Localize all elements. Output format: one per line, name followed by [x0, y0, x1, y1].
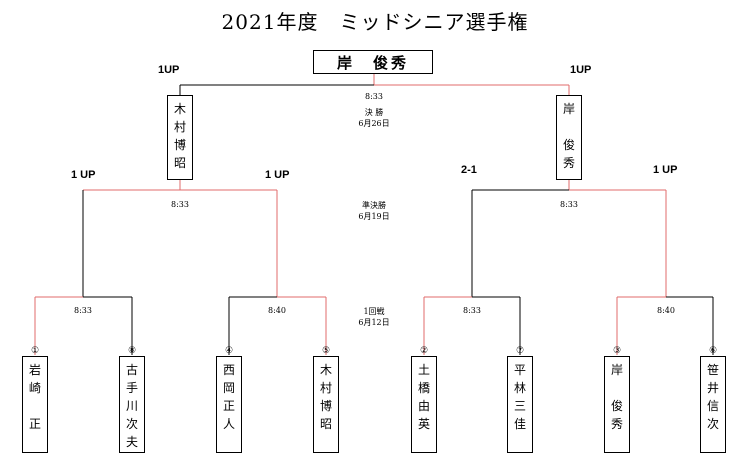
round-final-label: 決 勝 6月26日 [344, 107, 404, 129]
name-char: 英 [417, 417, 430, 431]
player-name: 平 林 三 佳 [514, 361, 526, 433]
score-semi-1: 1 UP [71, 169, 96, 181]
time-semi-right: 8:33 [560, 200, 578, 209]
seed-2: ② [419, 346, 429, 356]
name-char: 木 [173, 102, 186, 116]
score-semi-3: 2-1 [461, 164, 477, 176]
name-char: 橋 [417, 381, 430, 395]
seed-6: ⑥ [708, 346, 718, 356]
time-r1-3: 8:33 [463, 306, 481, 315]
player-name: 古 手 川 次 夫 [126, 361, 138, 451]
score-semi-4: 1 UP [653, 164, 678, 176]
time-r1-4: 8:40 [657, 306, 675, 315]
name-char: 川 [125, 399, 138, 413]
name-char: 正 [28, 417, 41, 431]
name-char: 手 [125, 381, 138, 395]
seed-8: ⑧ [127, 346, 137, 356]
player-name: 木 村 博 昭 [320, 361, 332, 433]
player-name: 岸 俊 秀 [611, 361, 623, 433]
finalist-left-box: 木 村 博 昭 [167, 95, 193, 180]
time-final: 8:33 [365, 92, 383, 101]
player-box-7: 平 林 三 佳 [507, 356, 533, 453]
player-box-6: 笹 井 信 次 [700, 356, 726, 453]
name-char: 岩 [28, 363, 41, 377]
name-char: 林 [513, 381, 526, 395]
player-name: 西 岡 正 人 [223, 361, 235, 433]
score-final-left: 1UP [158, 64, 180, 76]
name-char: 次 [125, 417, 138, 431]
name-char: 崎 [28, 381, 41, 395]
round-semi-date: 6月19日 [358, 212, 390, 221]
player-name: 土 橋 由 英 [418, 361, 430, 433]
time-r1-2: 8:40 [268, 306, 286, 315]
name-char: 佳 [513, 417, 526, 431]
name-char: 岸 [562, 102, 575, 116]
name-char: 三 [513, 399, 526, 413]
finalist-right-name: 岸 俊 秀 [563, 100, 575, 172]
player-name: 岩 崎 正 [29, 361, 41, 433]
name-char: 俊 [562, 138, 575, 152]
name-char: 村 [319, 381, 332, 395]
player-box-2: 土 橋 由 英 [411, 356, 437, 453]
name-char: 昭 [173, 156, 186, 170]
finalist-right-box: 岸 俊 秀 [556, 95, 582, 180]
round-first-label: 1回戦 6月12日 [344, 306, 404, 328]
seed-7: ⑦ [515, 346, 525, 356]
name-char: 俊 [610, 399, 623, 413]
name-char: 平 [513, 363, 526, 377]
seed-1: ① [30, 346, 40, 356]
name-char: 秀 [610, 417, 623, 431]
round-first-date: 6月12日 [358, 318, 390, 327]
seed-5: ⑤ [321, 346, 331, 356]
round-final-date: 6月26日 [358, 119, 390, 128]
name-char: 由 [417, 399, 430, 413]
name-char: 博 [319, 399, 332, 413]
player-name: 笹 井 信 次 [707, 361, 719, 433]
round-first-name: 1回戦 [363, 307, 385, 316]
name-char: 夫 [125, 435, 138, 449]
seed-3: ③ [612, 346, 622, 356]
player-box-5: 木 村 博 昭 [313, 356, 339, 453]
name-char: 人 [222, 417, 235, 431]
player-box-1: 岩 崎 正 [22, 356, 48, 453]
name-char: 博 [173, 138, 186, 152]
player-box-8: 古 手 川 次 夫 [119, 356, 145, 453]
name-char: 正 [222, 399, 235, 413]
round-final-name: 決 勝 [364, 108, 384, 117]
player-box-3: 岸 俊 秀 [604, 356, 630, 453]
name-char: 岸 [610, 363, 623, 377]
seed-4: ④ [224, 346, 234, 356]
name-char: 昭 [319, 417, 332, 431]
round-semi-label: 準決勝 6月19日 [344, 200, 404, 222]
score-final-right: 1UP [570, 64, 592, 76]
name-char: 村 [173, 120, 186, 134]
page-title: 2021年度 ミッドシニア選手権 [221, 10, 529, 34]
champion-box: 岸 俊秀 [313, 50, 433, 74]
name-char: 次 [706, 417, 719, 431]
time-r1-1: 8:33 [74, 306, 92, 315]
round-semi-name: 準決勝 [362, 201, 386, 210]
name-char: 笹 [706, 363, 719, 377]
name-char: 西 [222, 363, 235, 377]
time-semi-left: 8:33 [171, 200, 189, 209]
player-box-4: 西 岡 正 人 [216, 356, 242, 453]
name-char: 古 [125, 363, 138, 377]
name-char: 木 [319, 363, 332, 377]
finalist-left-name: 木 村 博 昭 [174, 100, 186, 172]
name-char: 岡 [222, 381, 235, 395]
name-char: 土 [417, 363, 430, 377]
name-char: 信 [706, 399, 719, 413]
name-char: 秀 [562, 156, 575, 170]
score-semi-2: 1 UP [265, 169, 290, 181]
name-char: 井 [706, 381, 719, 395]
